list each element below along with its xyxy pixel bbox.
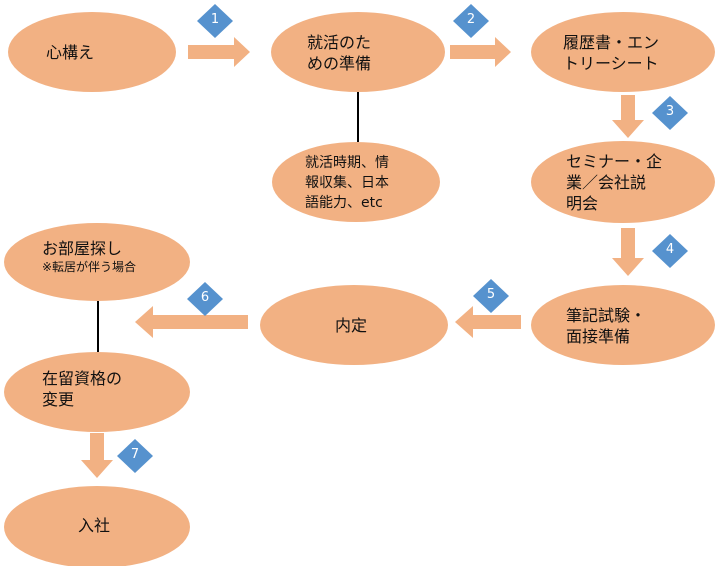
badge-1-diamond bbox=[197, 4, 233, 38]
node-visa-shape bbox=[4, 352, 190, 432]
node-exam-line1: 筆記試験・ bbox=[566, 306, 647, 325]
badge-4-diamond bbox=[652, 234, 688, 268]
node-visa-line1: 在留資格の bbox=[42, 369, 123, 388]
node-seminar-label: セミナー・企 業／会社説 明会 bbox=[566, 151, 662, 214]
node-prep-detail-shape bbox=[272, 142, 440, 222]
node-prep-detail-line1: 就活時期、情 bbox=[305, 155, 389, 171]
node-join-shape bbox=[4, 486, 190, 566]
node-seminar-shape bbox=[531, 141, 715, 223]
badge-2-number: 2 bbox=[466, 12, 476, 27]
arrow-2-right bbox=[450, 37, 511, 67]
arrow-6-left bbox=[135, 306, 248, 338]
node-seminar-line3: 明会 bbox=[566, 194, 599, 213]
node-room-note: ※転居が伴う場合 bbox=[42, 260, 137, 274]
node-prep-detail-line3: 語能力、etc bbox=[305, 195, 383, 211]
arrow-7-down bbox=[81, 433, 113, 478]
node-resume-label: 履歴書・エン トリーシート bbox=[563, 32, 659, 74]
node-resume-line2: トリーシート bbox=[563, 54, 659, 73]
badge-2-diamond bbox=[453, 4, 489, 38]
arrow-4-down bbox=[612, 228, 644, 276]
node-prep-detail-line2: 報収集、日本 bbox=[305, 175, 389, 191]
badge-1-number: 1 bbox=[210, 12, 220, 27]
node-mindset-label: 心構え bbox=[46, 43, 95, 62]
badge-3-number: 3 bbox=[665, 104, 675, 119]
node-exam-label: 筆記試験・ 面接準備 bbox=[566, 305, 646, 347]
node-resume-line1: 履歴書・エン bbox=[563, 33, 660, 52]
node-resume-shape bbox=[531, 12, 715, 92]
badge-5-number: 5 bbox=[486, 287, 496, 302]
node-prep-detail-label: 就活時期、情 報収集、日本 語能力、etc bbox=[305, 153, 389, 213]
arrow-1-right bbox=[188, 37, 250, 67]
node-offer-label: 内定 bbox=[335, 316, 368, 335]
badge-4-number: 4 bbox=[665, 242, 675, 257]
badge-3-diamond bbox=[652, 96, 688, 130]
node-room-line1: お部屋探し bbox=[42, 239, 123, 258]
arrow-5-left bbox=[455, 306, 521, 338]
node-prep-line1: 就活のた bbox=[307, 33, 372, 52]
node-room-shape bbox=[4, 223, 190, 301]
node-prep-label: 就活のた めの準備 bbox=[307, 32, 371, 74]
node-mindset-shape bbox=[8, 12, 176, 92]
node-offer-shape bbox=[260, 285, 448, 365]
badge-5-diamond bbox=[473, 279, 509, 313]
node-exam-line2: 面接準備 bbox=[566, 327, 631, 346]
node-prep-shape bbox=[271, 12, 445, 92]
badge-7-number: 7 bbox=[130, 447, 140, 462]
badge-6-number: 6 bbox=[200, 290, 210, 305]
node-seminar-line2: 業／会社説 bbox=[566, 173, 647, 192]
node-visa-line2: 変更 bbox=[42, 390, 75, 409]
node-room-label: お部屋探し ※転居が伴う場合 bbox=[42, 238, 136, 275]
node-join-label: 入社 bbox=[78, 516, 111, 535]
badge-7-diamond bbox=[117, 439, 153, 473]
node-visa-label: 在留資格の 変更 bbox=[42, 368, 122, 410]
badge-6-diamond bbox=[187, 282, 223, 316]
node-seminar-line1: セミナー・企 bbox=[566, 152, 663, 171]
node-prep-line2: めの準備 bbox=[307, 54, 372, 73]
node-exam-shape bbox=[531, 285, 715, 365]
arrow-3-down bbox=[612, 95, 644, 138]
